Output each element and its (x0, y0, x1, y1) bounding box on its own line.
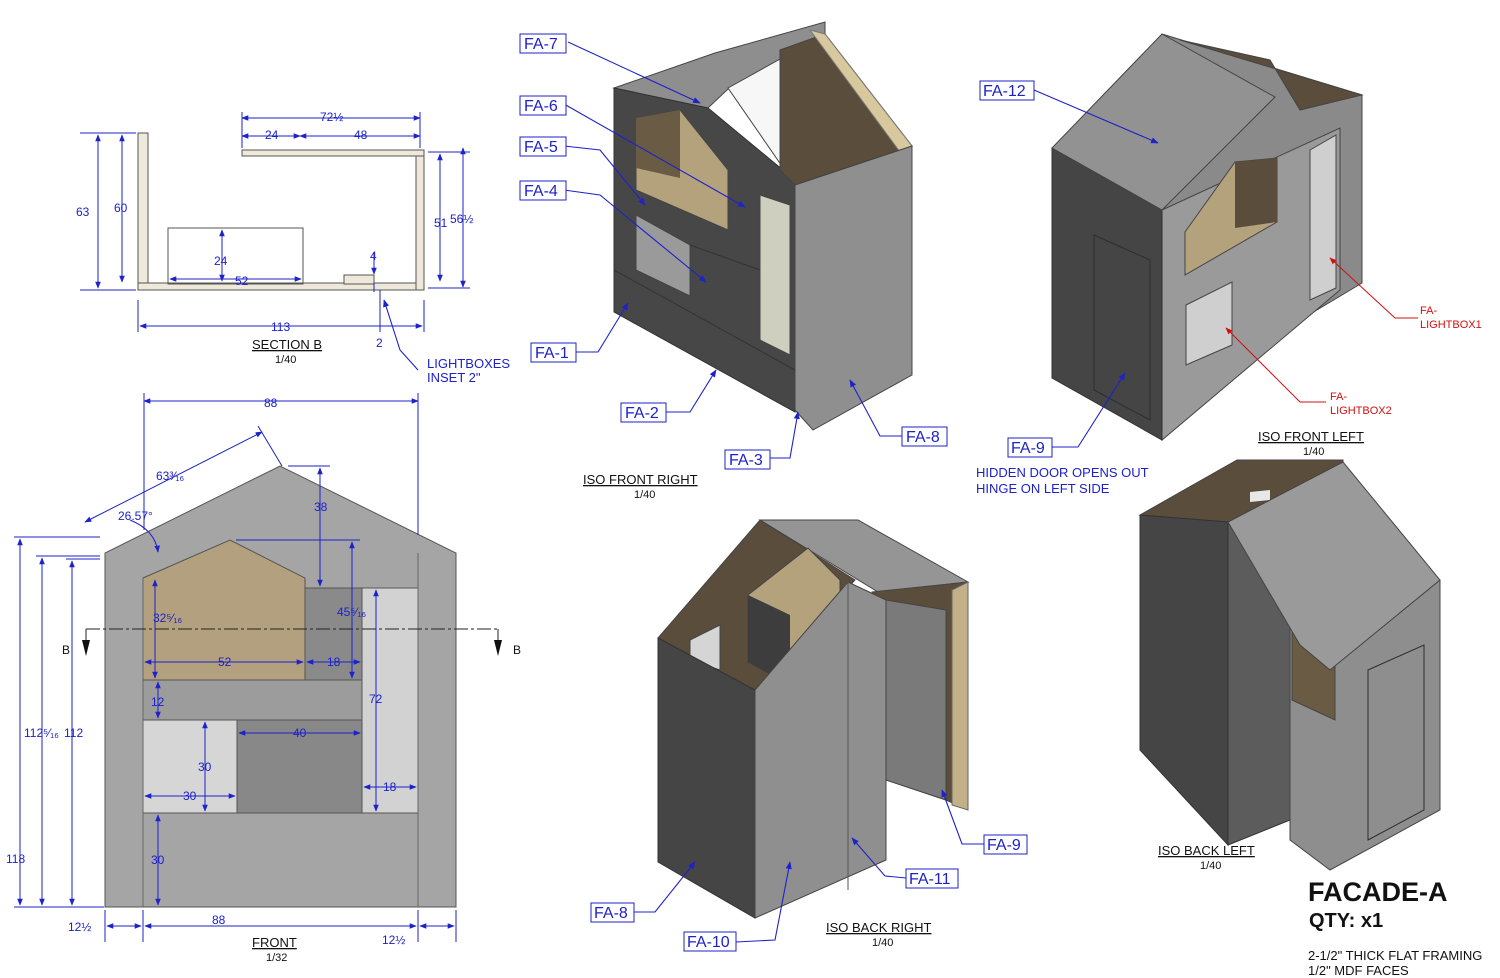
section-b-dim-24b: 24 (214, 254, 228, 268)
tag-fa-lightbox2-l2: LIGHTBOX2 (1330, 405, 1392, 417)
section-b-walls (137, 132, 425, 291)
front-elevation-view: B B 88 63³⁄₁₆ 26.57° 38 32⁵⁄₁₆ 45⁵⁄₁₆ 52… (6, 393, 521, 964)
front-dim-12-right: 12½ (382, 933, 405, 947)
section-b-view: 72½ 24 48 63 60 51 56½ 24 52 4 113 2 LIG… (76, 110, 510, 385)
section-b-dim-24: 24 (265, 128, 279, 142)
section-b-dim-4: 4 (370, 249, 377, 263)
section-b-dimension-lines (80, 112, 470, 371)
tag-fa-6: FA-6 (524, 98, 558, 115)
section-b-dim-60: 60 (114, 201, 128, 215)
front-dim-112-5: 112⁵⁄₁₆ (24, 726, 59, 740)
sheet-quantity: QTY: x1 (1309, 910, 1383, 932)
lightboxes-note-line2: INSET 2" (427, 370, 481, 385)
front-dim-30a: 30 (198, 760, 212, 774)
front-dimension-lines (14, 393, 457, 942)
front-dim-88-bottom: 88 (212, 913, 226, 927)
tag-fa-2: FA-2 (625, 405, 659, 422)
section-b-dim-51: 51 (434, 216, 448, 230)
front-dim-12: 12 (151, 695, 165, 709)
tag-fa-8: FA-8 (906, 429, 940, 446)
front-dim-30c: 30 (151, 853, 165, 867)
front-dim-30b: 30 (183, 789, 197, 803)
tag-fa-4: FA-4 (524, 183, 558, 200)
spec-framing: 2-1/2" THICK FLAT FRAMING (1308, 948, 1482, 963)
tag-fa-11: FA-11 (909, 871, 951, 888)
section-b-dim-48: 48 (354, 128, 368, 142)
iso-front-right-scale: 1/40 (634, 489, 655, 501)
tag-fa-10: FA-10 (687, 934, 730, 951)
front-dim-angle: 26.57° (118, 509, 153, 523)
section-b-dim-72: 72½ (320, 110, 343, 124)
tag-fa-3: FA-3 (729, 452, 763, 469)
section-b-dim-63: 63 (76, 205, 90, 219)
lightboxes-note-line1: LIGHTBOXES (427, 356, 510, 371)
section-b-dim-52: 52 (235, 274, 249, 288)
front-dim-32: 32⁵⁄₁₆ (153, 611, 182, 625)
front-section-cut-line (82, 628, 502, 656)
front-scale: 1/32 (266, 952, 287, 964)
front-dim-40: 40 (293, 726, 307, 740)
tag-fa-12: FA-12 (983, 83, 1026, 100)
iso-back-left-view: ISO BACK LEFT 1/40 (1138, 459, 1441, 872)
iso-back-left-title: ISO BACK LEFT (1158, 843, 1255, 858)
iso-front-left-scale: 1/40 (1303, 446, 1324, 458)
section-cut-label-right: B (513, 643, 521, 657)
tag-fa-8-back-right: FA-8 (594, 905, 628, 922)
front-dim-18a: 18 (327, 655, 341, 669)
front-band (142, 679, 363, 721)
iso-back-right-view: FA-8 FA-10 FA-11 FA-9 ISO BACK RIGHT 1/4… (590, 519, 1028, 952)
tag-fa-lightbox2-l1: FA- (1330, 391, 1347, 403)
section-b-dim-56: 56½ (450, 212, 473, 226)
front-dim-38: 38 (314, 500, 328, 514)
section-b-dim-2: 2 (376, 336, 383, 350)
section-b-title: SECTION B (252, 337, 322, 352)
door-note-line2: HINGE ON LEFT SIDE (976, 481, 1110, 496)
section-b-scale: 1/40 (275, 354, 296, 366)
iso-front-right-title: ISO FRONT RIGHT (583, 472, 698, 487)
front-dim-112: 112 (64, 726, 83, 740)
door-note-line1: HIDDEN DOOR OPENS OUT (976, 465, 1149, 480)
spec-faces: 1/2" MDF FACES (1308, 963, 1409, 978)
front-dim-118: 118 (6, 852, 25, 866)
sheet-title: FACADE-A (1308, 877, 1448, 907)
front-dim-12-left: 12½ (68, 920, 91, 934)
section-b-dim-113: 113 (271, 320, 290, 334)
iso-front-right-view: FA-7 FA-6 FA-5 FA-4 FA-1 FA-2 FA-3 FA-8 … (519, 21, 948, 501)
tag-fa-5: FA-5 (524, 139, 558, 156)
tag-fa-lightbox1-l1: FA- (1420, 305, 1437, 317)
tag-fa-9-back-right: FA-9 (987, 837, 1021, 854)
front-dim-45: 45⁵⁄₁₆ (337, 605, 366, 619)
tag-fa-1: FA-1 (535, 345, 569, 362)
front-dim-63: 63³⁄₁₆ (156, 469, 184, 483)
tag-fa-lightbox1-l2: LIGHTBOX1 (1420, 319, 1482, 331)
title-block: FACADE-A QTY: x1 2-1/2" THICK FLAT FRAMI… (1308, 877, 1482, 978)
front-dim-52: 52 (218, 655, 232, 669)
iso-back-right-scale: 1/40 (872, 937, 893, 949)
front-dim-18b: 18 (383, 780, 397, 794)
section-cut-label-left: B (62, 643, 70, 657)
front-title: FRONT (252, 935, 297, 950)
front-dim-88: 88 (264, 396, 278, 410)
iso-back-left-scale: 1/40 (1200, 860, 1221, 872)
tag-fa-9-front-left: FA-9 (1011, 440, 1045, 457)
iso-back-right-title: ISO BACK RIGHT (826, 920, 932, 935)
front-dim-72: 72 (369, 692, 383, 706)
tag-fa-7: FA-7 (524, 36, 558, 53)
iso-front-left-view: FA-12 FA-9 FA- LIGHTBOX1 FA- LIGHTBOX2 H… (976, 33, 1482, 496)
iso-front-left-title: ISO FRONT LEFT (1258, 429, 1364, 444)
